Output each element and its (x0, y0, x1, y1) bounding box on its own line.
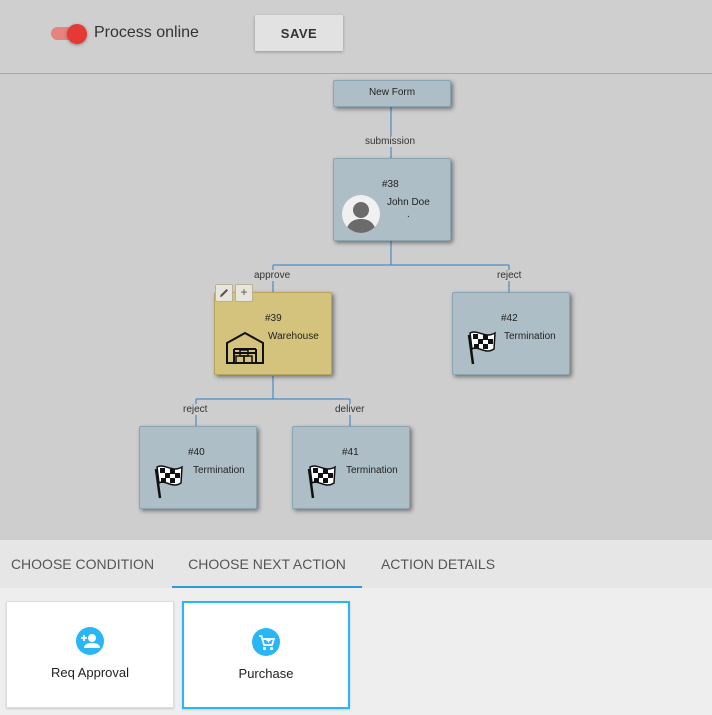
node-39[interactable]: #39 Warehouse (214, 292, 332, 375)
action-card-req-approval[interactable]: Req Approval (6, 601, 174, 708)
edge-label-deliver: deliver (333, 404, 367, 415)
node-39-name: Warehouse (268, 331, 319, 342)
node-40[interactable]: #40 Termination (139, 426, 257, 509)
node-42-id: #42 (501, 313, 518, 324)
process-online-label: Process online (94, 24, 199, 41)
node-41-id: #41 (342, 447, 359, 458)
tab-choose-next-action[interactable]: CHOOSE NEXT ACTION (172, 540, 362, 588)
edge-label-approve: approve (252, 270, 293, 281)
edge-label-reject-bottom: reject (181, 404, 210, 415)
node-38-name: John Doe (387, 197, 430, 208)
node-40-name: Termination (193, 465, 245, 476)
shopping-cart-icon (252, 628, 280, 656)
edge-label-submission: submission (363, 136, 418, 147)
node-38-subtitle: . (407, 209, 410, 220)
start-node[interactable]: New Form (333, 80, 451, 107)
node-39-id: #39 (265, 313, 282, 324)
start-node-label: New Form (368, 87, 416, 98)
tab-action-details[interactable]: ACTION DETAILS (380, 556, 496, 572)
node-38-id: #38 (382, 179, 399, 190)
warehouse-icon (225, 331, 265, 365)
action-card-label: Req Approval (50, 665, 130, 680)
tab-choose-condition[interactable]: CHOOSE CONDITION (10, 556, 155, 572)
tab-bar: CHOOSE CONDITION CHOOSE NEXT ACTION ACTI… (0, 540, 712, 588)
node-42[interactable]: #42 Termination (452, 292, 570, 375)
save-button[interactable]: SAVE (255, 15, 343, 51)
checkered-flag-icon (465, 329, 499, 365)
toggle-thumb (67, 24, 87, 44)
top-bar: Process online SAVE (0, 0, 712, 74)
checkered-flag-icon (152, 463, 186, 499)
pencil-icon[interactable] (215, 284, 233, 302)
node-42-name: Termination (504, 331, 556, 342)
node-41[interactable]: #41 Termination (292, 426, 410, 509)
checkered-flag-icon (305, 463, 339, 499)
process-online-toggle[interactable] (51, 24, 87, 44)
action-panel: Req Approval Purchase (0, 588, 712, 715)
action-card-purchase[interactable]: Purchase (182, 601, 350, 709)
node-40-id: #40 (188, 447, 205, 458)
node-38[interactable]: #38 John Doe . (333, 158, 451, 241)
user-avatar-icon (342, 195, 380, 233)
plus-icon[interactable]: + (235, 284, 253, 302)
node-41-name: Termination (346, 465, 398, 476)
edge-label-reject-top: reject (495, 270, 524, 281)
add-person-icon (76, 627, 104, 655)
flow-canvas[interactable]: New Form submission #38 John Doe . appro… (0, 74, 712, 540)
action-card-label: Purchase (238, 666, 294, 681)
